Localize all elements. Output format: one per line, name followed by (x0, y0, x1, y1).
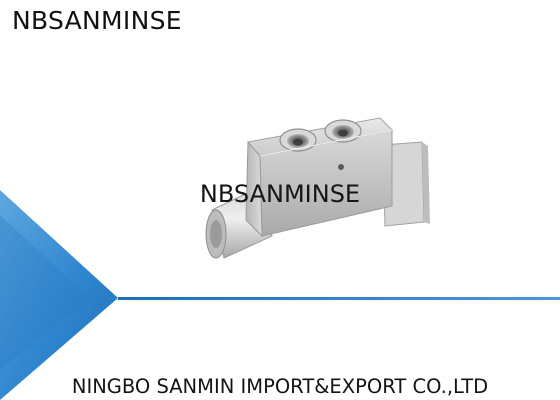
watermark-text: NBSANMINSE (199, 180, 361, 208)
watermark: NBSANMINSE (0, 180, 560, 208)
port-right-icon (324, 119, 362, 143)
blue-triangle-accent (0, 190, 118, 400)
valve-block-photo (205, 117, 430, 259)
brand-logo-text: NBSANMINSE (12, 6, 182, 35)
divider-line (118, 297, 560, 300)
port-left-icon (279, 128, 317, 152)
company-name: NINGBO SANMIN IMPORT&EXPORT CO.,LTD (71, 375, 489, 398)
front-hole-icon (338, 164, 344, 170)
